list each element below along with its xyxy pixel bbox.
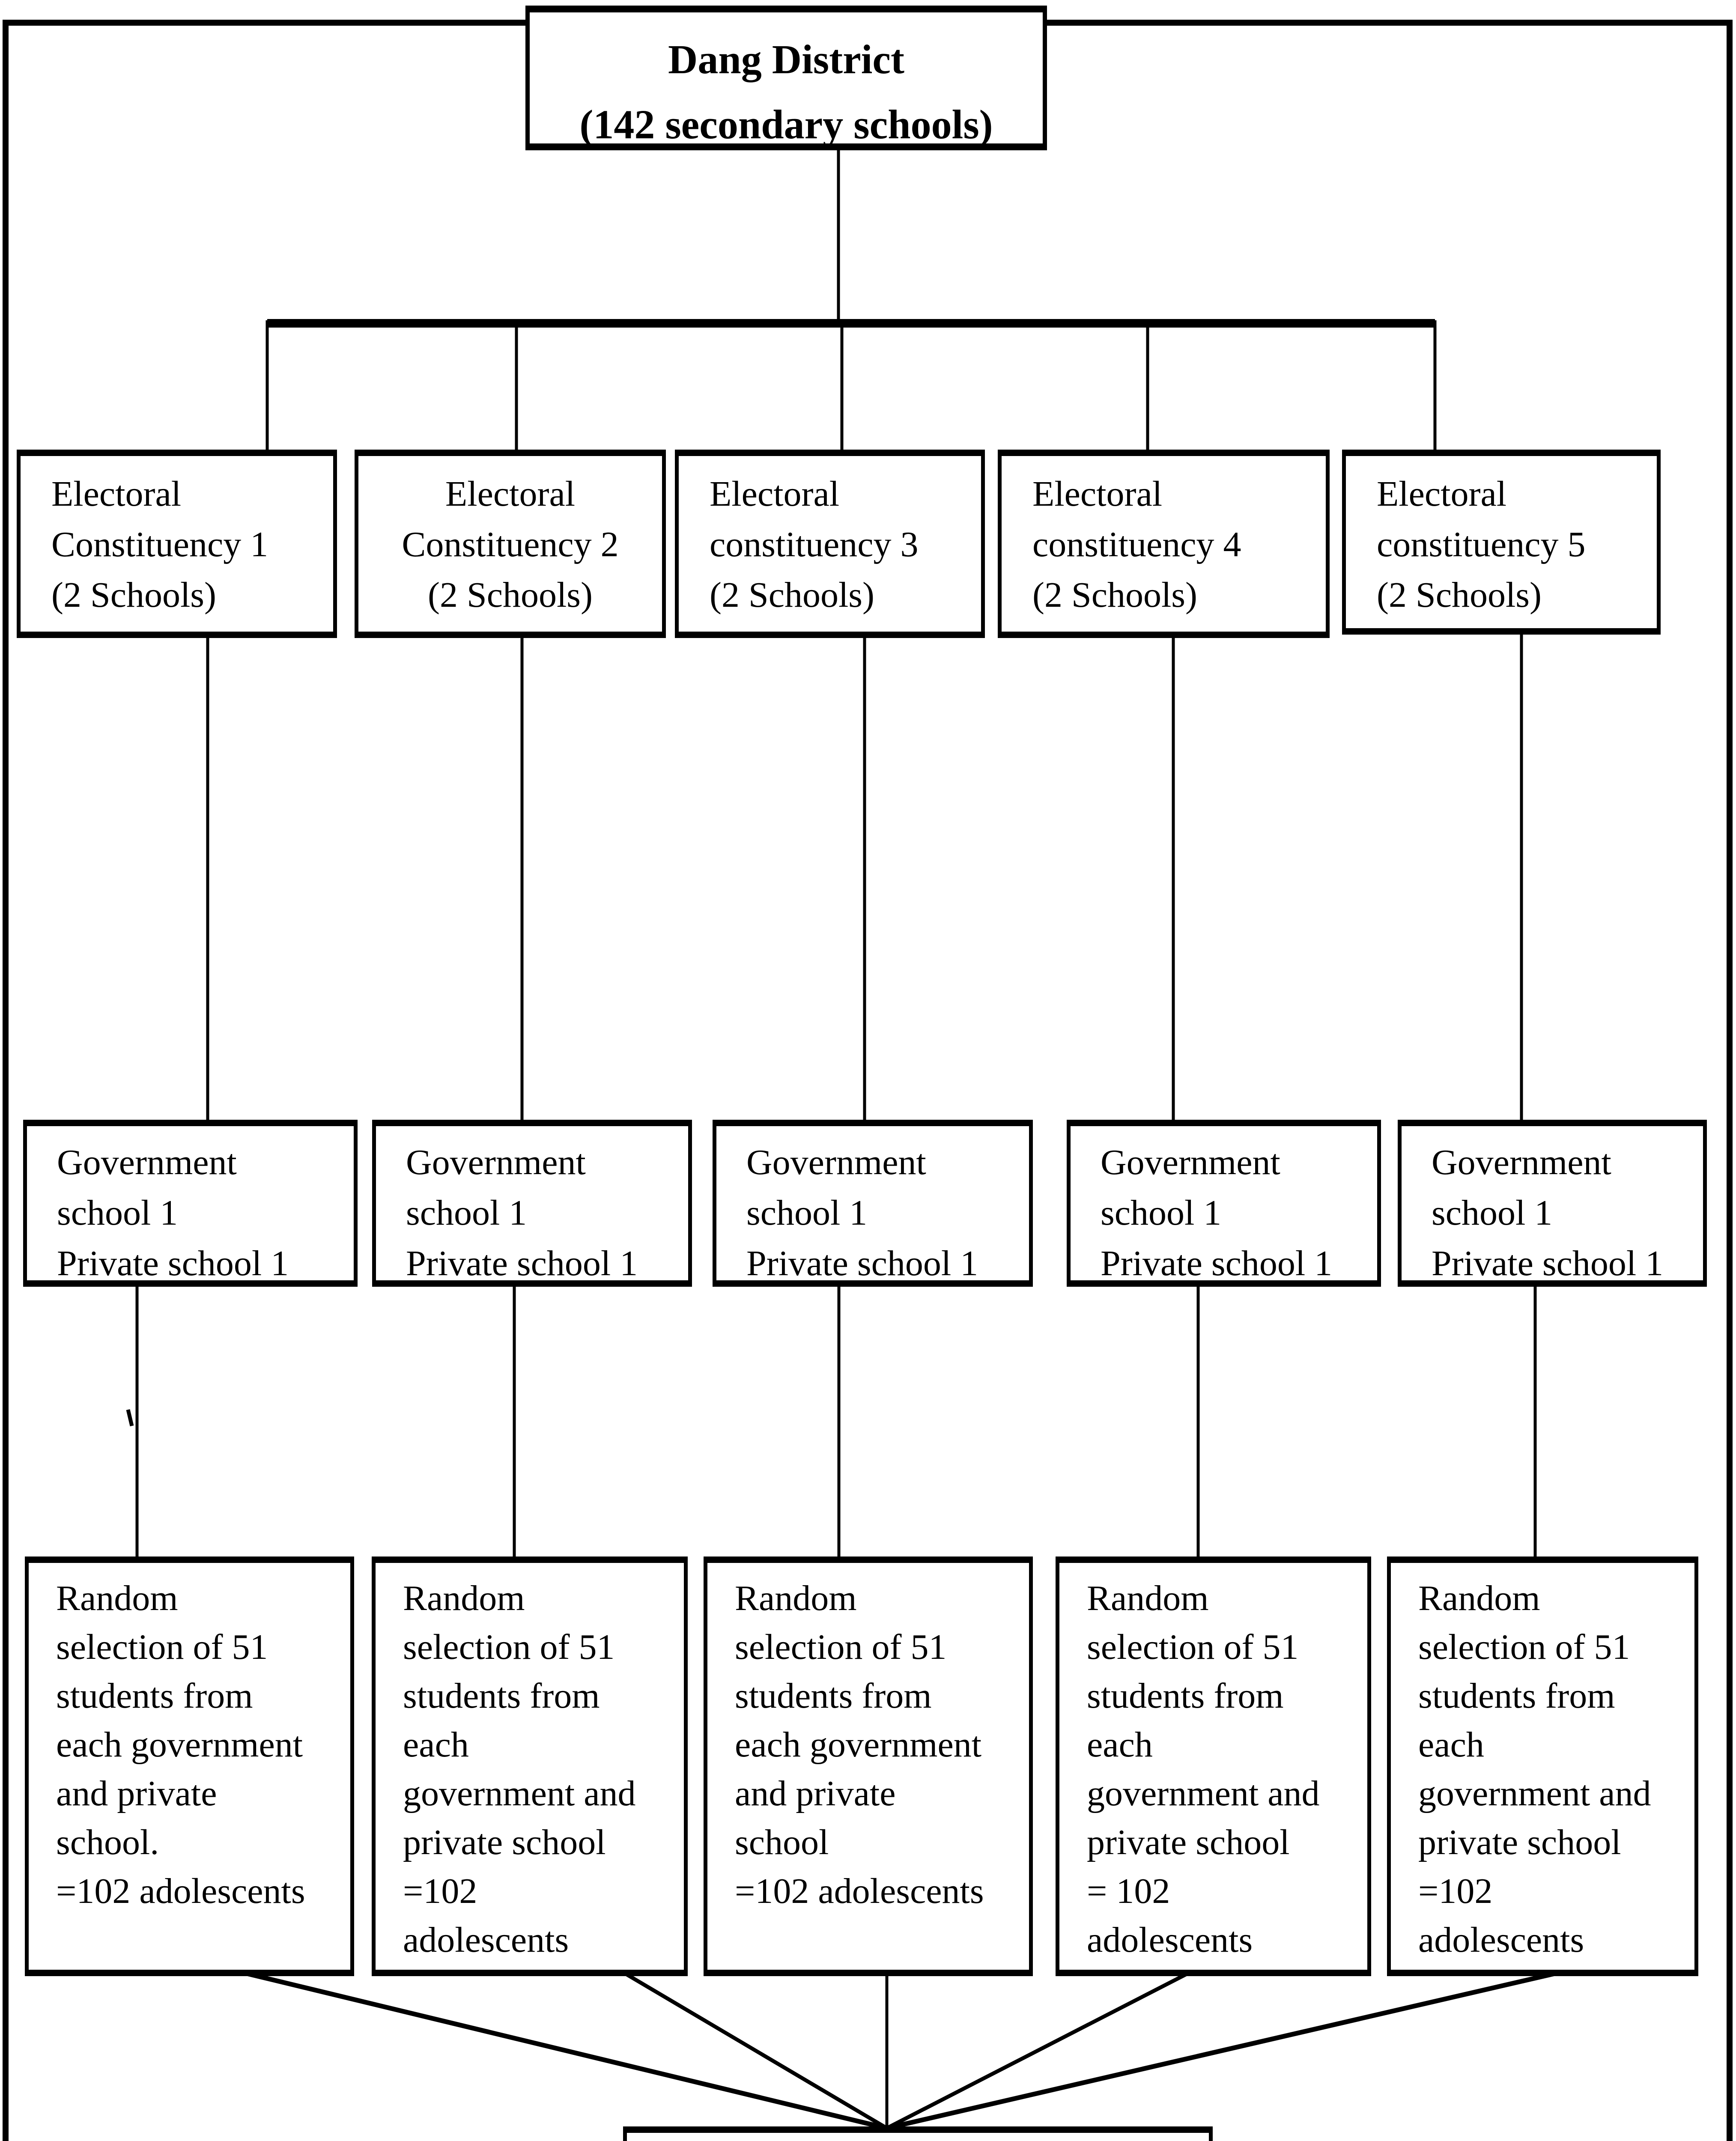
text-line: school 1 [1101, 1193, 1222, 1233]
text-line: Government [406, 1142, 586, 1182]
text-line: students from [735, 1676, 932, 1716]
text-line: =102 [403, 1871, 477, 1911]
text-line: each government [56, 1725, 303, 1765]
text-line: Constituency 1 [51, 525, 268, 564]
text-line: each government [735, 1725, 982, 1765]
box-schools-ec4: Government school 1 Private school 1 [1067, 1120, 1381, 1287]
text-line: Dang District [668, 36, 904, 82]
text-line: selection of 51 [403, 1627, 615, 1667]
scan-artifact-mark [126, 1409, 134, 1427]
text-line: and private [735, 1774, 896, 1813]
text-line: constituency 4 [1032, 525, 1241, 564]
text-line: selection of 51 [735, 1627, 947, 1667]
text-line: school [735, 1822, 829, 1862]
box-schools-ec3: Government school 1 Private school 1 [713, 1120, 1033, 1287]
text-line: (2 Schools) [710, 575, 874, 615]
box-electoral-constituency-3: Electoral constituency 3 (2 Schools) [675, 450, 985, 638]
box-random-selection-3: Random selection of 51 students from each g… [704, 1557, 1033, 1976]
text-line: =102 adolescents [56, 1871, 305, 1911]
text-line: selection of 51 [56, 1627, 268, 1667]
text-line: Random [56, 1578, 178, 1618]
box-random-selection-5: Random selection of 51 students from each go… [1387, 1557, 1698, 1976]
text-line: students from [1087, 1676, 1284, 1716]
text-line: and private [56, 1774, 217, 1813]
text-line: Private school 1 [746, 1243, 978, 1283]
text-line: Government [746, 1142, 926, 1182]
text-line: each [1087, 1725, 1153, 1765]
text-line: Government [57, 1142, 237, 1182]
text-line: Private school 1 [57, 1243, 289, 1283]
text-line: Electoral [1377, 474, 1507, 514]
text-line: selection of 51 [1418, 1627, 1630, 1667]
text-line: school 1 [1432, 1193, 1553, 1233]
text-line: Random [1087, 1578, 1209, 1618]
text-line: Government [1101, 1142, 1280, 1182]
text-line: school. [56, 1822, 159, 1862]
box-schools-ec1: Government school 1 Private school 1 [23, 1120, 358, 1287]
text-line: (2 Schools) [51, 575, 216, 615]
text-line: Electoral [51, 474, 182, 514]
text-line: government and [403, 1774, 636, 1813]
text-line: government and [1418, 1774, 1651, 1813]
text-line: adolescents [1418, 1920, 1584, 1960]
text-line: adolescents [403, 1920, 569, 1960]
box-electoral-constituency-5: Electoral constituency 5 (2 Schools) [1342, 450, 1661, 635]
text-line: adolescents [1087, 1920, 1253, 1960]
text-line: (2 Schools) [1377, 575, 1542, 615]
text-line: selection of 51 [1087, 1627, 1299, 1667]
text-line: school 1 [406, 1193, 527, 1233]
text-line: private school [403, 1822, 606, 1862]
box-random-selection-1: Random selection of 51 students from each g… [25, 1557, 354, 1976]
text-line: Random [735, 1578, 857, 1618]
text-line: private school [1418, 1822, 1621, 1862]
text-line: =102 [1418, 1871, 1493, 1911]
text-line: private school [1087, 1822, 1290, 1862]
text-line: school 1 [57, 1193, 178, 1233]
text-line: Electoral [1032, 474, 1163, 514]
box-schools-ec5: Government school 1 Private school 1 [1398, 1120, 1707, 1287]
box-dang-district: Dang District (142 secondary schools) [525, 6, 1047, 150]
box-electoral-constituency-4: Electoral constituency 4 (2 Schools) [998, 450, 1330, 638]
connector-sel5-total [886, 1970, 1561, 2131]
text-line: students from [403, 1676, 600, 1716]
text-line: Private school 1 [1101, 1243, 1333, 1283]
text-line: Private school 1 [406, 1243, 638, 1283]
text-line: students from [56, 1676, 253, 1716]
box-total-adolescents: Total School goingAdolescents 510 [623, 2126, 1213, 2141]
text-line: Electoral [710, 474, 840, 514]
text-line: each [1418, 1725, 1484, 1765]
text-line: =102 adolescents [735, 1871, 984, 1911]
text-line: Private school 1 [1432, 1243, 1664, 1283]
text-line: Government [1432, 1142, 1611, 1182]
box-random-selection-4: Random selection of 51 students from each go… [1056, 1557, 1371, 1976]
connector-sel4-total [886, 1970, 1191, 2130]
text-line: Electoral [445, 474, 576, 514]
text-line: (2 Schools) [428, 575, 593, 615]
text-line: Random [403, 1578, 525, 1618]
text-line: Random [1418, 1578, 1540, 1618]
connector-sel2-total [622, 1971, 888, 2130]
text-line: each [403, 1725, 469, 1765]
text-line: school 1 [746, 1193, 868, 1233]
text-line: government and [1087, 1774, 1320, 1813]
text-line: (2 Schools) [1032, 575, 1197, 615]
box-random-selection-2: Random selection of 51 students from each go… [372, 1557, 688, 1976]
text-line: (142 secondary schools) [579, 101, 993, 147]
connector-sel1-total [241, 1970, 888, 2131]
text-line: students from [1418, 1676, 1615, 1716]
text-line: = 102 [1087, 1871, 1170, 1911]
text-line: constituency 3 [710, 525, 919, 564]
text-line: constituency 5 [1377, 525, 1586, 564]
text-line: Constituency 2 [402, 525, 619, 564]
box-schools-ec2: Government school 1 Private school 1 [372, 1120, 692, 1287]
